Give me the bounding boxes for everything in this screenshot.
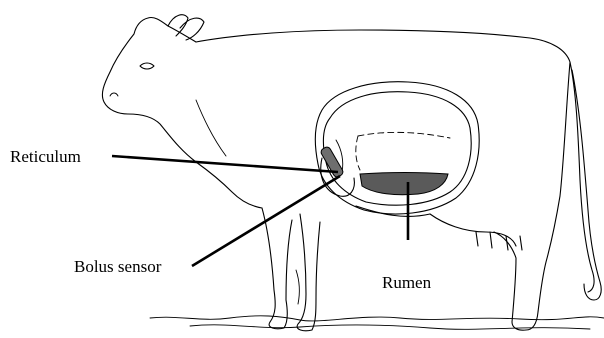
reticulum-leader-line (112, 156, 338, 172)
rumen-label: Rumen (382, 273, 432, 292)
reticulum-label: Reticulum (10, 147, 81, 166)
cow-outline (102, 15, 601, 331)
rumen-contents (360, 173, 448, 195)
bolus-sensor-label: Bolus sensor (74, 257, 162, 276)
